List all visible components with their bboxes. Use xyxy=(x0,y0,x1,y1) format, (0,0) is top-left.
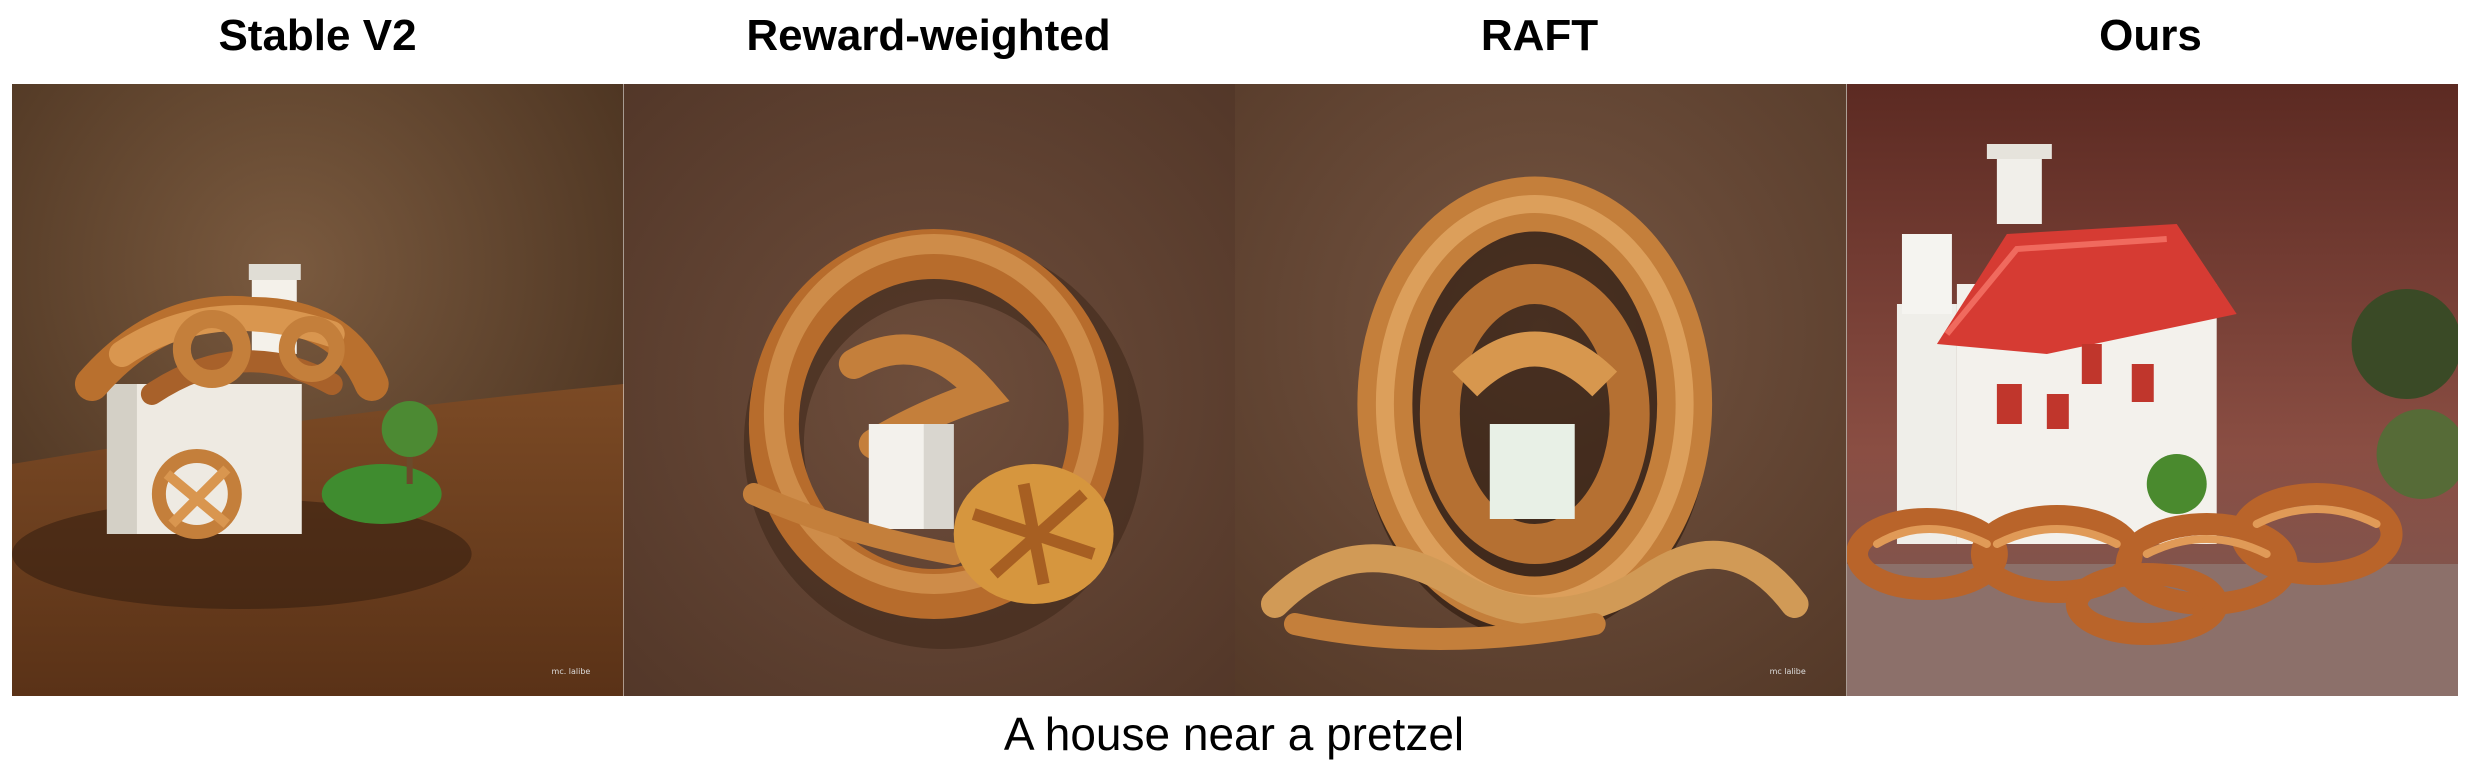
image-strip: mc. lalibe xyxy=(12,84,2458,696)
column-title-stable-v2: Stable V2 xyxy=(218,11,417,60)
column-title-ours: Ours xyxy=(2099,11,2202,60)
svg-text:mc. lalibe: mc. lalibe xyxy=(552,667,591,676)
column-title-reward-weighted: Reward-weighted xyxy=(746,11,1111,60)
image-ours xyxy=(1846,84,2458,696)
image-reward-weighted xyxy=(623,84,1235,696)
image-raft: mc lalibe xyxy=(1235,84,1847,696)
column-headers: Stable V2 Reward-weighted RAFT Ours xyxy=(0,0,2468,84)
column-title-raft: RAFT xyxy=(1480,11,1599,60)
image-stable-v2: mc. lalibe xyxy=(12,84,624,696)
figure-caption: A house near a pretzel xyxy=(1003,708,1465,760)
svg-text:mc lalibe: mc lalibe xyxy=(1770,667,1806,676)
